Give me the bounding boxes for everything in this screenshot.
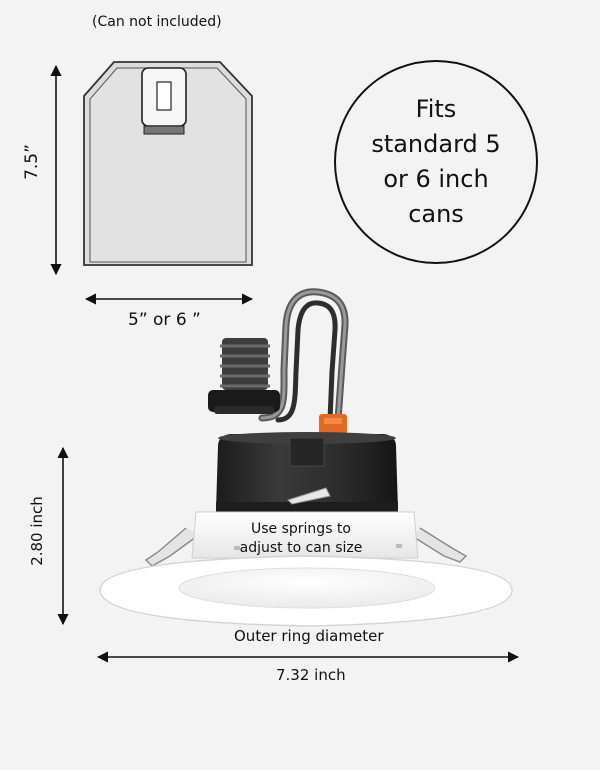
fits-badge-text: Fits standard 5 or 6 inch cans — [371, 95, 501, 228]
led-lens — [178, 567, 436, 609]
side-springs — [144, 527, 468, 567]
can-socket-icon — [141, 67, 187, 135]
fits-badge: Fits standard 5 or 6 inch cans — [334, 60, 538, 264]
can-width-label: 5” or 6 ” — [128, 310, 201, 330]
trim-body — [191, 511, 419, 559]
springs-note: Use springs to adjust to can size — [239, 521, 363, 556]
fixture-wires — [258, 288, 349, 424]
outer-ring-label: Outer ring diameter — [234, 627, 384, 645]
can-not-included-note: (Can not included) — [92, 14, 222, 30]
outer-trim-ring — [99, 555, 513, 627]
can-height-label: 7.5” — [21, 144, 42, 180]
ring-diameter-label: 7.32 inch — [276, 666, 346, 684]
edison-screw-adapter-icon — [208, 338, 280, 414]
can-housing-illustration — [83, 61, 253, 266]
spring-clip-icon — [287, 487, 331, 505]
driver-housing — [216, 432, 398, 512]
fixture-height-label: 2.80 inch — [27, 496, 46, 566]
